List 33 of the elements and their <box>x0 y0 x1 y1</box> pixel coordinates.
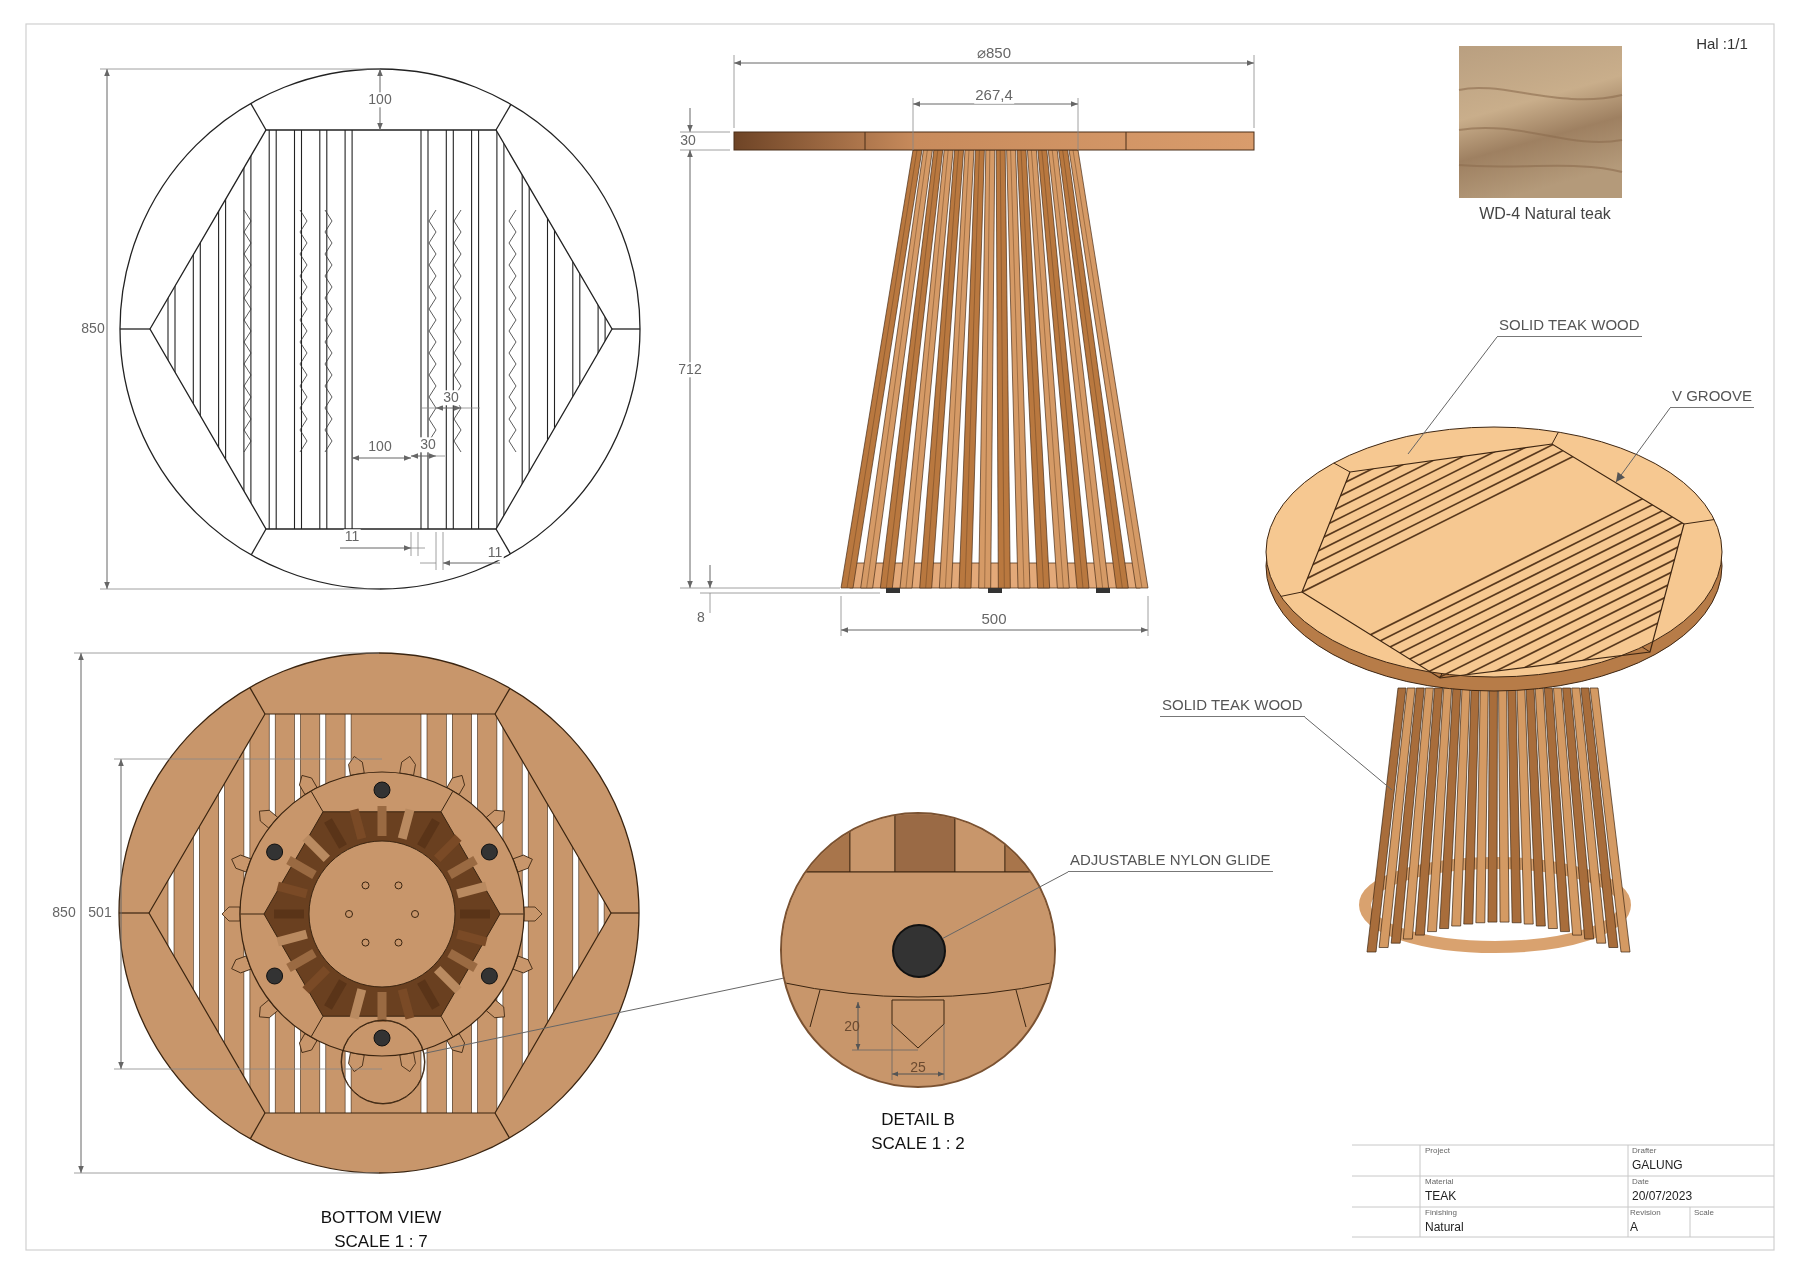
view-scale: SCALE 1 : 2 <box>871 1134 965 1154</box>
field-caption: Project <box>1425 1147 1450 1156</box>
leader-line <box>1615 407 1671 483</box>
field-caption: Revision <box>1630 1209 1661 1218</box>
field-value: TEAK <box>1425 1190 1457 1204</box>
field-value: 20/07/2023 <box>1632 1190 1693 1204</box>
leader-line <box>942 871 1069 939</box>
dimension-value: 20 <box>844 1019 860 1035</box>
leader-line <box>1304 716 1393 791</box>
field-caption: Finishing <box>1425 1209 1457 1218</box>
dimension-value: 25 <box>910 1060 926 1076</box>
callout-label: ADJUSTABLE NYLON GLIDE <box>1068 851 1273 872</box>
field-value: Natural <box>1425 1221 1464 1235</box>
sample-caption: WD-4 Natural teak <box>1479 205 1611 223</box>
dimension-value: 30 <box>442 390 460 406</box>
dimension-value: 100 <box>367 92 393 108</box>
leader-line <box>423 977 784 1054</box>
field-caption: Material <box>1425 1178 1454 1187</box>
leader-line <box>1407 336 1498 455</box>
view-scale: SCALE 1 : 7 <box>334 1232 428 1252</box>
field-caption: Drafter <box>1632 1147 1657 1156</box>
field-caption: Scale <box>1694 1209 1714 1218</box>
dimension-value: 30 <box>419 437 437 453</box>
view-title: DETAIL B <box>881 1110 955 1130</box>
callout-label: SOLID TEAK WOOD <box>1497 316 1642 337</box>
callout-label: SOLID TEAK WOOD <box>1160 696 1305 717</box>
field-caption: Date <box>1632 1178 1649 1187</box>
dimension-value: 11 <box>486 545 504 561</box>
view-title: BOTTOM VIEW <box>320 1208 442 1228</box>
field-value: A <box>1630 1221 1638 1235</box>
dimension-value: 712 <box>677 362 703 378</box>
field-value: GALUNG <box>1632 1159 1683 1173</box>
callout-label: V GROOVE <box>1670 387 1755 408</box>
